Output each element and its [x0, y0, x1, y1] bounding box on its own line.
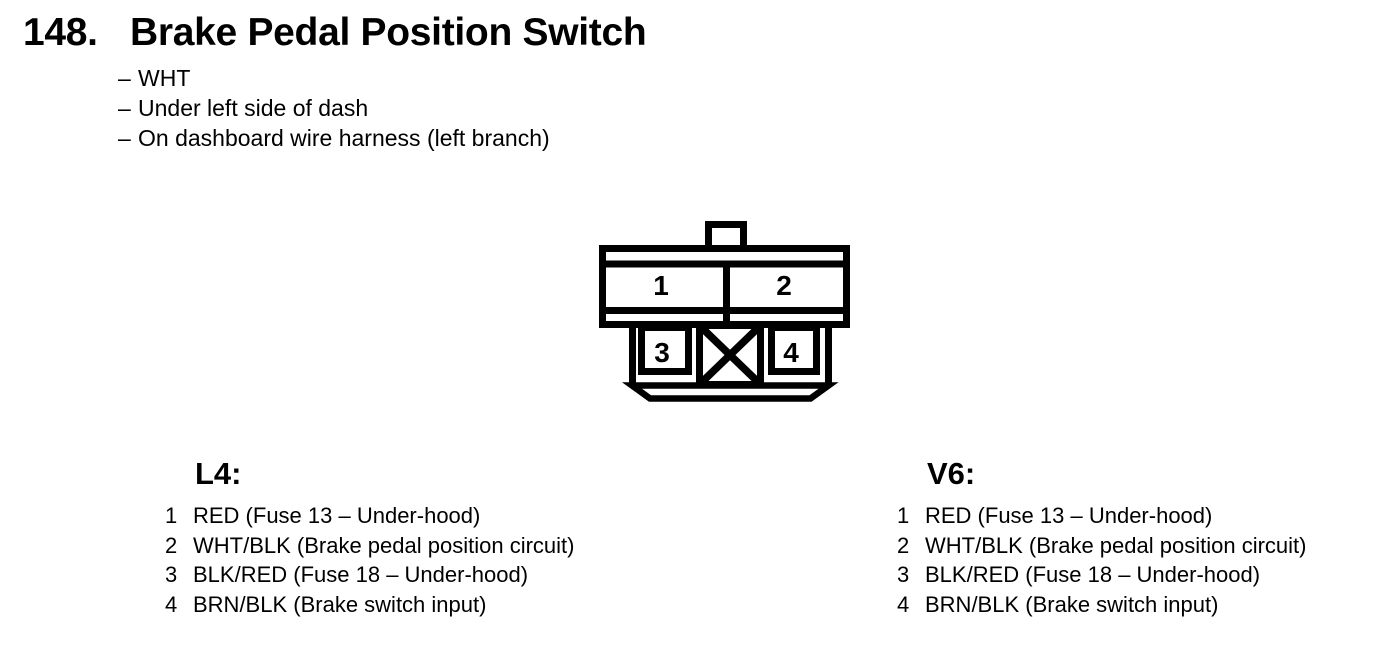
pin-description: WHT/BLK (Brake pedal position circuit)	[925, 532, 1307, 558]
cavity-3-label: 3	[654, 337, 670, 368]
pin-row: 1 RED (Fuse 13 – Under-hood)	[897, 501, 1306, 531]
connector-right-wall	[825, 318, 832, 385]
connector-diagram: 1 2 3 4	[580, 205, 880, 420]
connector-base	[621, 382, 839, 402]
bullet-item: –Under left side of dash	[118, 93, 550, 123]
pin-number: 4	[165, 591, 178, 617]
blocked-cavity-x-diagonal	[698, 324, 762, 386]
pin-description: BRN/BLK (Brake switch input)	[193, 591, 487, 617]
pin-description: BLK/RED (Fuse 18 – Under-hood)	[925, 562, 1261, 588]
pin-number: 1	[165, 503, 178, 528]
engine-heading-v6: V6:	[927, 456, 976, 491]
bullet-text: WHT	[138, 65, 191, 91]
dash-marker: –	[118, 95, 131, 121]
pin-number: 4	[897, 591, 910, 617]
pin-number: 2	[897, 532, 910, 558]
location-bullet-list: –WHT –Under left side of dash –On dashbo…	[118, 63, 550, 153]
cavity-4-label: 4	[783, 337, 799, 368]
page-heading: 148. Brake Pedal Position Switch	[23, 11, 647, 54]
cavity-3-box	[638, 324, 692, 375]
pin-description: BLK/RED (Fuse 18 – Under-hood)	[193, 562, 529, 588]
pin-number: 3	[897, 562, 910, 588]
pin-row: 1 RED (Fuse 13 – Under-hood)	[165, 501, 574, 531]
pin-description: RED (Fuse 13 – Under-hood)	[925, 503, 1213, 528]
bullet-text: On dashboard wire harness (left branch)	[138, 125, 550, 151]
pin-number: 3	[165, 562, 178, 588]
bullet-text: Under left side of dash	[138, 95, 369, 121]
engine-heading-l4: L4:	[195, 456, 242, 491]
pin-description: WHT/BLK (Brake pedal position circuit)	[193, 532, 575, 558]
bullet-item: –WHT	[118, 63, 550, 93]
pin-row: 2 WHT/BLK (Brake pedal position circuit)	[897, 531, 1306, 561]
dash-marker: –	[118, 125, 131, 151]
pinout-l4: L4: 1 RED (Fuse 13 – Under-hood) 2 WHT/BLK…	[165, 458, 574, 619]
page-title: Brake Pedal Position Switch	[130, 11, 647, 54]
pin-description: BRN/BLK (Brake switch input)	[925, 591, 1219, 617]
pin-row: 3 BLK/RED (Fuse 18 – Under-hood)	[897, 560, 1306, 590]
pin-row: 2 WHT/BLK (Brake pedal position circuit)	[165, 531, 574, 561]
pin-description: RED (Fuse 13 – Under-hood)	[193, 503, 481, 528]
cavity-2-label: 2	[776, 270, 792, 301]
connector-left-wall	[629, 318, 636, 385]
dash-marker: –	[118, 65, 131, 91]
pin-number: 1	[897, 503, 910, 528]
pinout-v6: V6: 1 RED (Fuse 13 – Under-hood) 2 WHT/BLK…	[897, 458, 1306, 619]
pin-row: 4 BRN/BLK (Brake switch input)	[165, 590, 574, 620]
pin-row: 3 BLK/RED (Fuse 18 – Under-hood)	[165, 560, 574, 590]
pin-row: 4 BRN/BLK (Brake switch input)	[897, 590, 1306, 620]
item-number: 148.	[23, 11, 98, 54]
bullet-item: –On dashboard wire harness (left branch)	[118, 123, 550, 153]
cavity-1-label: 1	[653, 270, 669, 301]
pin-number: 2	[165, 532, 178, 558]
